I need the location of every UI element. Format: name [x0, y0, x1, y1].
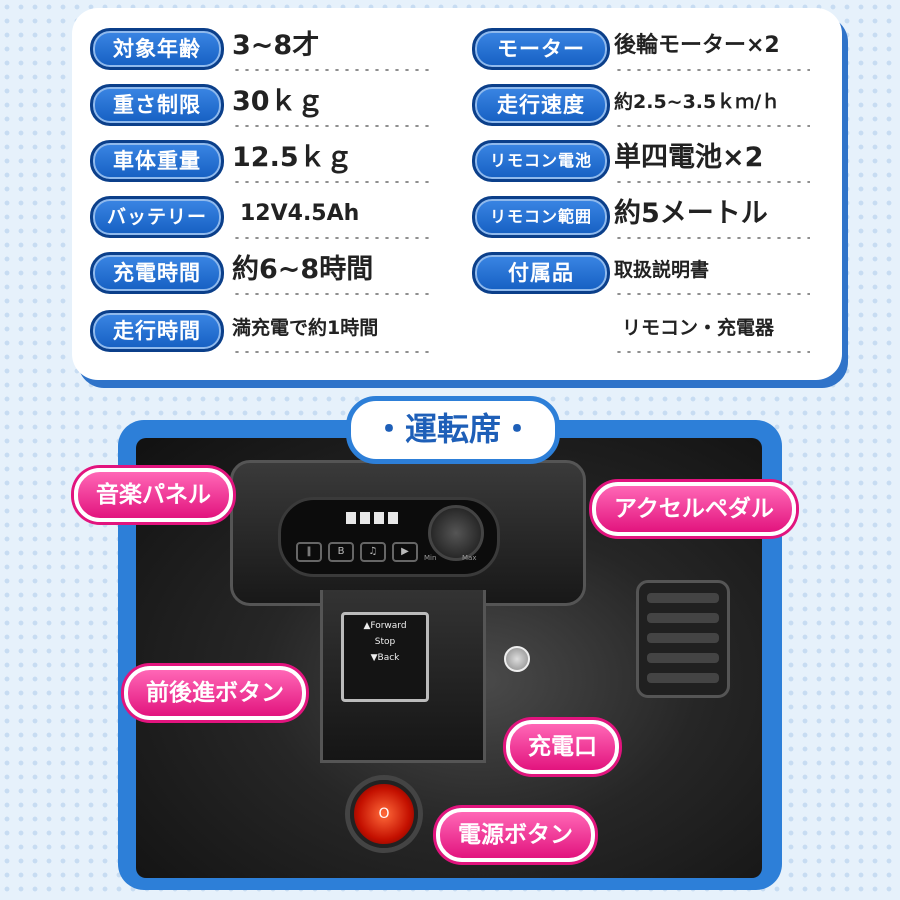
switch-stop-label: Stop — [374, 637, 396, 647]
spec-label: 付属品 — [472, 252, 610, 294]
spec-label: 充電時間 — [90, 252, 224, 294]
dotted-line — [232, 292, 432, 296]
dotted-line — [614, 236, 810, 240]
battery-led-indicator — [360, 512, 370, 524]
callout-direction-button: 前後進ボタン — [124, 666, 306, 720]
spec-value: 取扱説明書 — [614, 259, 710, 281]
spec-label: 対象年齢 — [90, 28, 224, 70]
power-button[interactable]: O — [350, 780, 418, 848]
switch-forward-label: ▲Forward — [363, 621, 407, 631]
dotted-line — [614, 292, 810, 296]
battery-led-indicator — [374, 512, 384, 524]
callout-charging-port: 充電口 — [506, 720, 619, 774]
section-title: ・運転席・ — [346, 396, 560, 464]
callout-power-button: 電源ボタン — [436, 808, 595, 862]
dotted-line — [614, 68, 810, 72]
spec-label: リモコン電池 — [472, 140, 610, 182]
spec-label: 重さ制限 — [90, 84, 224, 126]
spec-label: バッテリー — [90, 196, 224, 238]
spec-value: 後輪モーター×2 — [614, 33, 780, 58]
play-icon[interactable]: ▶ — [392, 542, 418, 562]
volume-knob[interactable] — [428, 505, 484, 561]
spec-value: 約2.5~3.5ｋｍ/ｈ — [614, 91, 781, 113]
spec-value: 12.5ｋｇ — [232, 142, 353, 173]
knob-max-label: Max — [462, 554, 477, 562]
dotted-line — [232, 68, 432, 72]
dotted-line — [232, 180, 432, 184]
spec-label: 走行時間 — [90, 310, 224, 352]
dotted-line — [614, 180, 810, 184]
spec-value: 満充電で約1時間 — [232, 317, 379, 339]
dotted-line — [614, 350, 810, 354]
dotted-line — [614, 124, 810, 128]
spec-value: 30ｋｇ — [232, 86, 324, 117]
spec-value: 単四電池×2 — [614, 142, 764, 173]
spec-label: 車体重量 — [90, 140, 224, 182]
callout-music-panel: 音楽パネル — [74, 468, 233, 522]
spec-value: 約5メートル — [614, 198, 768, 229]
spec-value: 3~8才 — [232, 30, 320, 61]
spec-card: 対象年齢 3~8才 重さ制限 30ｋｇ 車体重量 12.5ｋｇ バッテリー 12… — [72, 8, 842, 380]
music-note-icon[interactable]: ♫ — [360, 542, 386, 562]
spec-label: モーター — [472, 28, 610, 70]
dotted-line — [232, 350, 432, 354]
spec-value: 約6~8時間 — [232, 254, 374, 285]
knob-min-label: Min — [424, 554, 437, 562]
spec-value: リモコン・充電器 — [622, 317, 775, 339]
pause-icon[interactable]: ‖ — [296, 542, 322, 562]
charging-port — [504, 646, 530, 672]
battery-led-indicator — [346, 512, 356, 524]
battery-led-indicator — [388, 512, 398, 524]
switch-back-label: ▼Back — [370, 653, 400, 663]
direction-switch[interactable]: ▲Forward Stop ▼Back — [341, 612, 429, 702]
dotted-line — [232, 124, 432, 128]
dotted-line — [232, 236, 432, 240]
spec-label: リモコン範囲 — [472, 196, 610, 238]
bluetooth-icon[interactable]: B — [328, 542, 354, 562]
accelerator-pedal — [636, 580, 730, 698]
callout-accelerator: アクセルペダル — [592, 482, 796, 536]
spec-label: 走行速度 — [472, 84, 610, 126]
spec-value: 12V4.5Ah — [240, 201, 360, 226]
